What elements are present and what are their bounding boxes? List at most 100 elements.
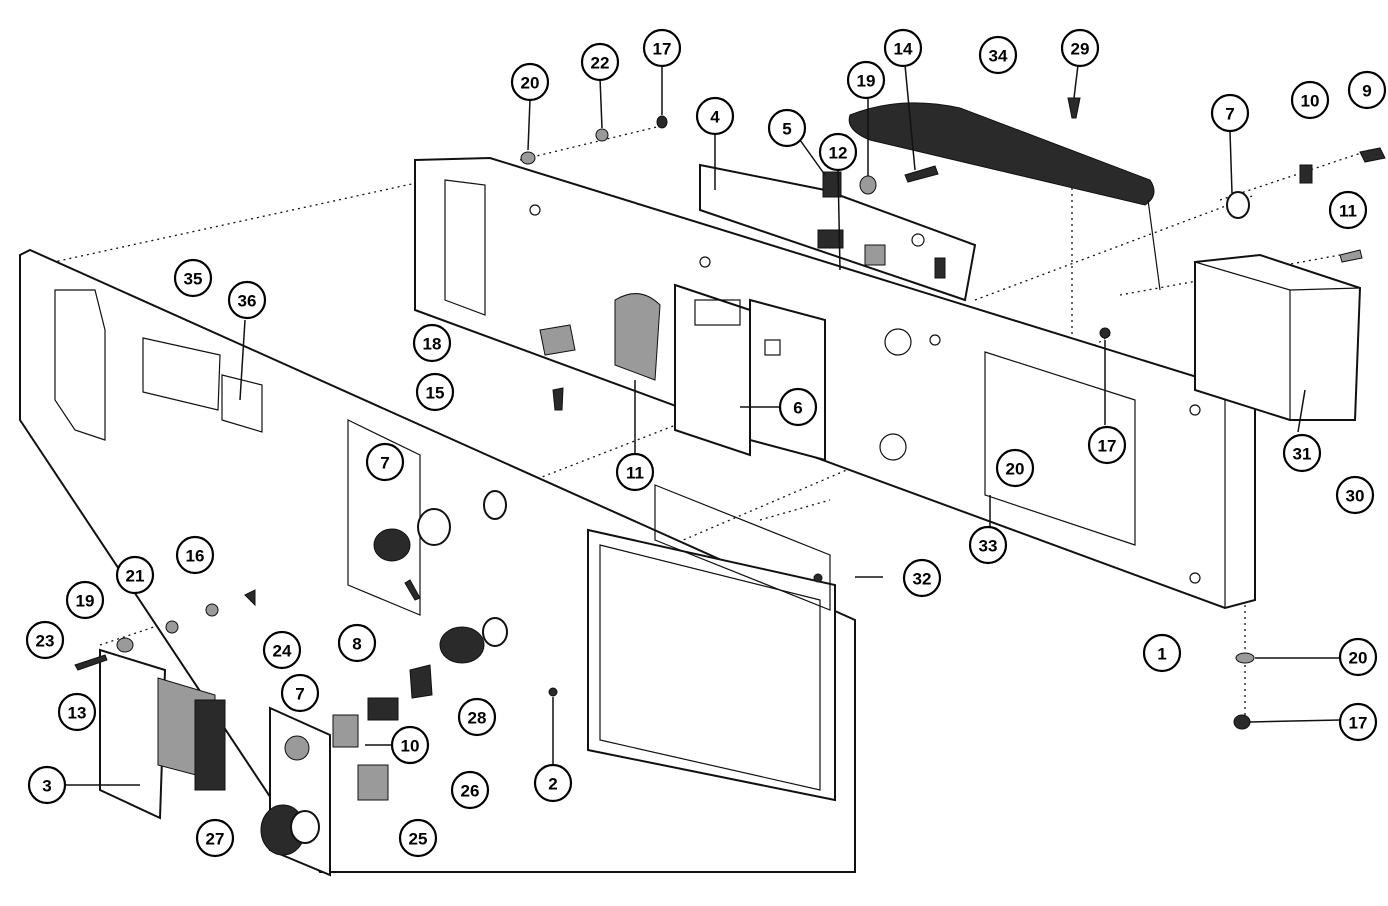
callout-number: 19 xyxy=(76,592,95,611)
callout-number: 26 xyxy=(461,782,480,801)
callout-number: 11 xyxy=(626,464,644,483)
callout-20: 20 xyxy=(995,448,1035,488)
callout-circle xyxy=(995,448,1035,488)
callout-2: 2 xyxy=(533,763,573,803)
leader-lines xyxy=(65,64,1341,786)
callout-number: 10 xyxy=(1301,92,1320,111)
callout-circle xyxy=(398,818,438,858)
callout-number: 23 xyxy=(36,632,55,651)
callout-11: 11 xyxy=(1328,190,1368,230)
callout-number: 17 xyxy=(653,40,672,59)
callout-9: 9 xyxy=(1347,70,1387,110)
callout-circle xyxy=(280,673,320,713)
hardware-bottom-right xyxy=(1233,652,1255,730)
rear-console-panel xyxy=(414,156,1256,610)
callout-number: 35 xyxy=(184,270,203,289)
callout-circle xyxy=(580,42,620,82)
callout-number: 10 xyxy=(401,737,420,756)
callout-number: 24 xyxy=(273,642,292,661)
lower-left-assembly xyxy=(74,579,421,877)
callout-17: 17 xyxy=(642,28,682,68)
callout-number: 17 xyxy=(1349,714,1368,733)
callout-number: 11 xyxy=(1339,202,1357,221)
callout-19: 19 xyxy=(846,60,886,100)
callout-29: 29 xyxy=(1060,28,1100,68)
callout-12: 12 xyxy=(818,132,858,172)
callout-27: 27 xyxy=(195,818,235,858)
callout-number: 27 xyxy=(206,830,225,849)
callout-number: 22 xyxy=(591,54,610,73)
callout-circle xyxy=(1338,702,1378,742)
callout-number: 4 xyxy=(710,108,720,127)
callout-circle xyxy=(337,623,377,663)
circuit-board-part xyxy=(699,163,977,302)
callout-circle xyxy=(846,60,886,100)
callout-31: 31 xyxy=(1282,433,1322,473)
callout-number: 2 xyxy=(548,775,557,794)
callout-34: 34 xyxy=(978,35,1018,75)
callout-13: 13 xyxy=(57,692,97,732)
callout-number: 28 xyxy=(468,709,487,728)
callout-circle xyxy=(412,323,452,363)
callout-7: 7 xyxy=(1210,93,1250,133)
callout-21: 21 xyxy=(115,555,155,595)
callout-circle xyxy=(968,525,1008,565)
callout-number: 19 xyxy=(857,72,876,91)
callout-28: 28 xyxy=(457,697,497,737)
callout-number: 36 xyxy=(238,292,257,311)
callout-18: 18 xyxy=(412,323,452,363)
callout-number: 9 xyxy=(1362,82,1371,101)
callout-circle xyxy=(65,580,105,620)
callout-32: 32 xyxy=(902,558,942,598)
callout-15: 15 xyxy=(415,372,455,412)
callout-14: 14 xyxy=(883,28,923,68)
callout-number: 7 xyxy=(1225,105,1234,124)
callout-number: 31 xyxy=(1293,445,1312,464)
callout-number: 30 xyxy=(1346,487,1365,506)
callout-number: 29 xyxy=(1071,40,1090,59)
callout-6: 6 xyxy=(778,387,818,427)
callout-4: 4 xyxy=(695,96,735,136)
callout-17: 17 xyxy=(1338,702,1378,742)
callout-10: 10 xyxy=(390,725,430,765)
callout-number: 5 xyxy=(782,120,791,139)
callout-16: 16 xyxy=(175,535,215,575)
callout-circle xyxy=(1328,190,1368,230)
callout-number: 32 xyxy=(913,570,932,589)
callout-number: 13 xyxy=(68,704,87,723)
callout-circle xyxy=(978,35,1018,75)
callout-circle xyxy=(778,387,818,427)
callout-number: 16 xyxy=(186,547,205,566)
callout-circle xyxy=(1210,93,1250,133)
callout-23: 23 xyxy=(25,620,65,660)
callout-17: 17 xyxy=(1087,425,1127,465)
callout-number: 8 xyxy=(352,635,361,654)
callout-number: 17 xyxy=(1098,437,1117,456)
callout-19: 19 xyxy=(65,580,105,620)
callout-circle xyxy=(25,620,65,660)
callout-3: 3 xyxy=(27,765,67,805)
callout-circle xyxy=(883,28,923,68)
panel-controls xyxy=(373,490,508,699)
callout-35: 35 xyxy=(173,258,213,298)
callout-number: 20 xyxy=(1006,460,1025,479)
callout-circle xyxy=(173,258,213,298)
callout-20: 20 xyxy=(510,62,550,102)
callout-30: 30 xyxy=(1335,475,1375,515)
callout-circle xyxy=(365,442,405,482)
callout-7: 7 xyxy=(365,442,405,482)
callout-20: 20 xyxy=(1338,637,1378,677)
callout-10: 10 xyxy=(1290,80,1330,120)
callout-7: 7 xyxy=(280,673,320,713)
callout-circle xyxy=(1347,70,1387,110)
callout-number: 14 xyxy=(894,40,913,59)
callout-36: 36 xyxy=(227,280,267,320)
callout-circle xyxy=(195,818,235,858)
callout-22: 22 xyxy=(580,42,620,82)
callout-circle xyxy=(1338,637,1378,677)
callout-circle xyxy=(227,280,267,320)
callout-circle xyxy=(510,62,550,102)
callout-circle xyxy=(1335,475,1375,515)
callout-circle xyxy=(1290,80,1330,120)
callout-circle xyxy=(27,765,67,805)
